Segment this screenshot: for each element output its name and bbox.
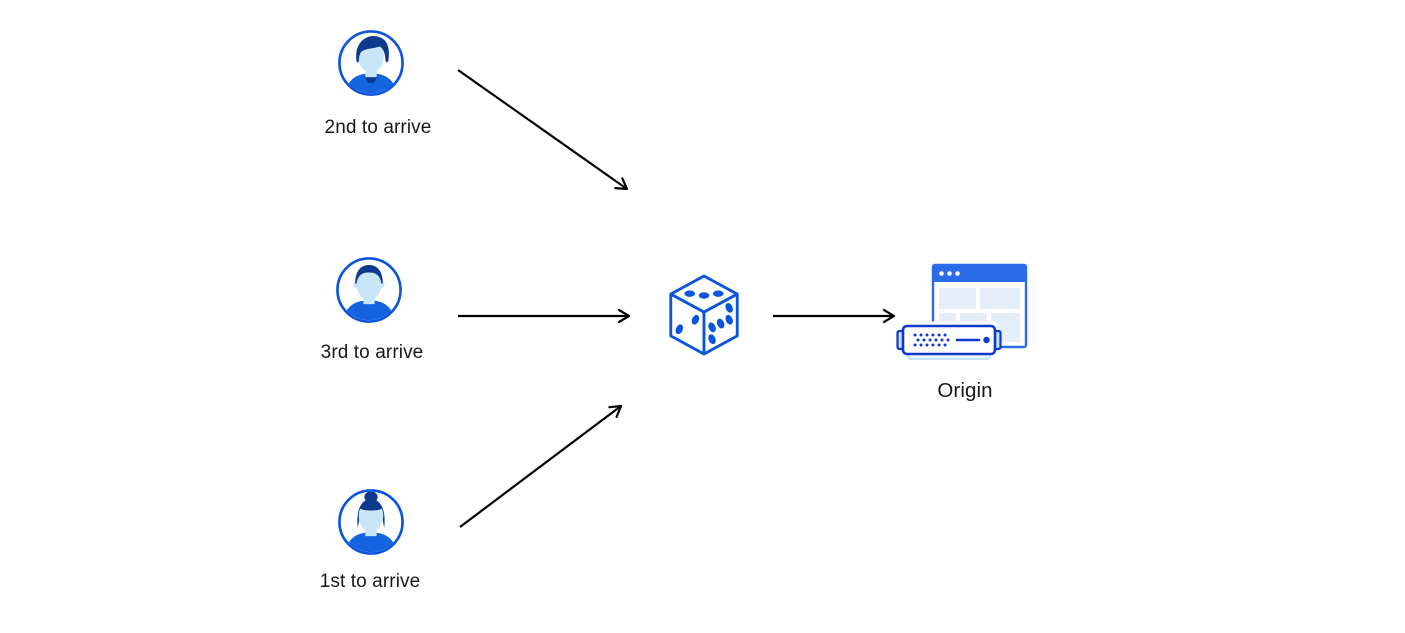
visitor-second-label: 2nd to arrive — [324, 117, 432, 138]
origin-label: Origin — [937, 379, 993, 402]
arrow-first-to-dice — [459, 404, 623, 528]
face — [356, 268, 382, 300]
dice-icon — [669, 274, 739, 356]
visitor-third-label: 3rd to arrive — [320, 342, 424, 363]
origin-server-icon — [896, 263, 1028, 360]
server-led — [983, 336, 990, 344]
man-short-hair-avatar-icon — [336, 257, 402, 323]
arrow-second-to-dice — [457, 69, 629, 191]
browser-content-panels — [939, 288, 1020, 342]
collar — [364, 76, 378, 83]
server-vent-dots — [913, 333, 950, 347]
dice-pips — [675, 290, 733, 345]
woman-bun-avatar-icon — [338, 489, 404, 555]
browser-titlebar — [933, 265, 1026, 282]
man-wavy-hair-avatar-icon — [338, 30, 404, 96]
hair — [355, 264, 383, 284]
visitor-first-label: 1st to arrive — [319, 571, 421, 592]
hair-fringe — [360, 499, 382, 511]
server-icon — [896, 321, 1002, 360]
hair — [356, 36, 389, 63]
titlebar-dots-icon — [939, 271, 960, 276]
